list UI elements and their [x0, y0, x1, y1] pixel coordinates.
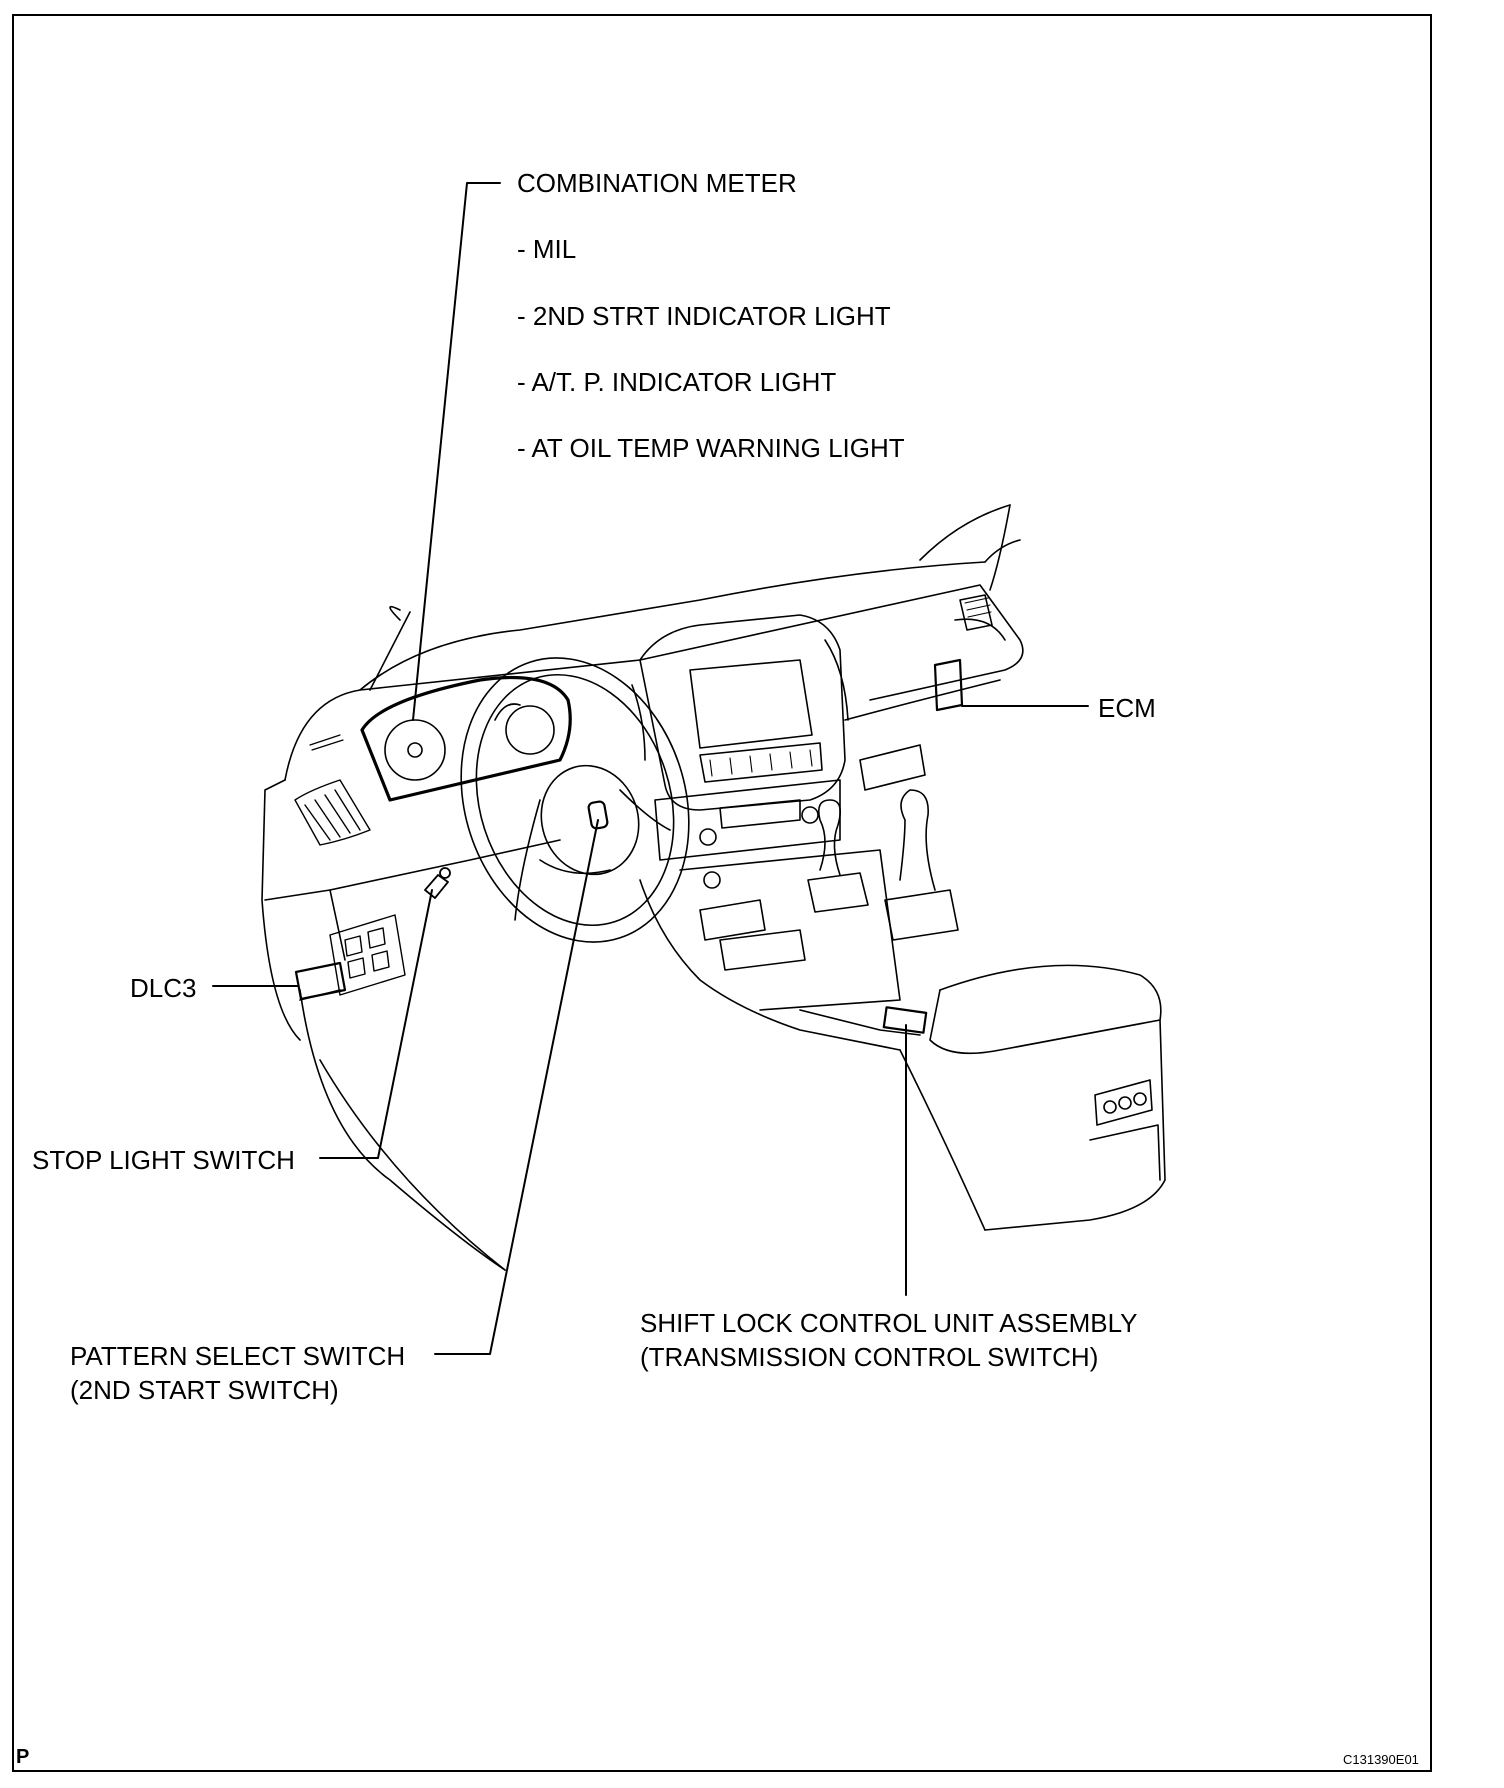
center-stack — [631, 614, 849, 889]
figure-code: C131390E01 — [1343, 1752, 1419, 1767]
steering-wheel — [460, 657, 690, 943]
combination-meter-shape — [309, 675, 572, 802]
passenger-side — [844, 594, 1006, 791]
label-meter-item-at-p: - A/T. P. INDICATOR LIGHT — [517, 367, 837, 397]
label-ecm: ECM — [1098, 693, 1156, 723]
floor-console — [639, 789, 1166, 1231]
left-air-vent — [294, 779, 371, 846]
label-shift-lock: SHIFT LOCK CONTROL UNIT ASSEMBLY — [640, 1308, 1138, 1338]
dlc3-connector-shape — [294, 961, 347, 1001]
diagram-frame — [12, 14, 1432, 1772]
label-combination-meter: COMBINATION METER — [517, 168, 797, 198]
label-meter-item-2nd-strt: - 2ND STRT INDICATOR LIGHT — [517, 301, 891, 331]
label-pattern-select-switch: PATTERN SELECT SWITCH — [70, 1341, 406, 1371]
label-pattern-select-sub: (2ND START SWITCH) — [70, 1375, 339, 1405]
switch-panel — [329, 914, 406, 996]
leader-lines — [212, 182, 1089, 1355]
label-shift-lock-sub: (TRANSMISSION CONTROL SWITCH) — [640, 1342, 1099, 1372]
label-meter-item-mil: - MIL — [517, 234, 577, 264]
label-stop-light-switch: STOP LIGHT SWITCH — [32, 1145, 295, 1175]
corner-letter: P — [16, 1746, 30, 1768]
stop-light-switch-shape — [424, 867, 451, 899]
label-meter-item-oil-temp: - AT OIL TEMP WARNING LIGHT — [517, 433, 905, 463]
label-dlc3: DLC3 — [130, 973, 197, 1003]
